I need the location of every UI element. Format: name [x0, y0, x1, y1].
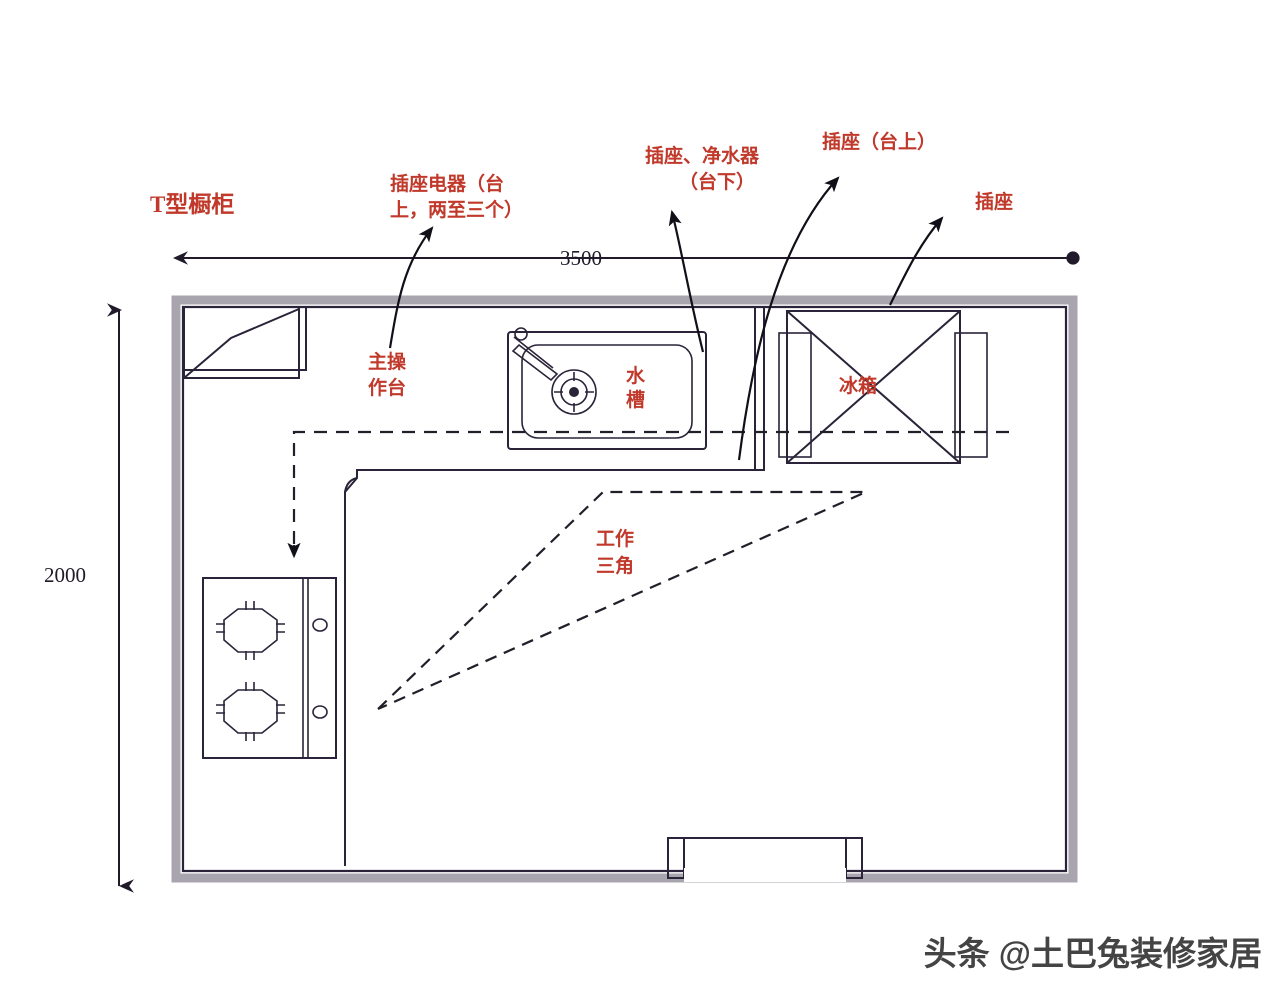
counter-edge-corner-round	[344, 477, 358, 493]
cooktop-body	[202, 577, 337, 759]
corner-cabinet-inner	[184, 308, 307, 371]
cooktop-knob-1-icon[interactable]	[312, 618, 328, 632]
cooktop[interactable]	[202, 577, 337, 759]
burner-top-icon	[216, 601, 285, 660]
fridge-body	[786, 310, 961, 464]
corner-cabinet-diagonal	[183, 308, 300, 379]
label-socket-purifier-line1: 插座、净水器	[645, 144, 760, 167]
refrigerator[interactable]: 冰箱	[778, 310, 988, 464]
dimension-width: 3500	[173, 246, 1080, 270]
leader-lines-group	[388, 176, 944, 461]
label-main-worktop-line1: 主操	[368, 350, 407, 373]
fridge-label: 冰箱	[839, 374, 877, 397]
leader-socket-devices	[388, 226, 434, 349]
counter-backline-dashed	[287, 430, 1009, 559]
wall-outline-dark	[181, 305, 1068, 873]
sink-outer-rect	[507, 331, 707, 450]
dimension-height: 2000	[44, 303, 134, 893]
label-main-worktop-line2: 作台	[368, 376, 406, 399]
sink-label-line1: 水	[626, 365, 646, 387]
label-socket-fridge: 插座	[975, 190, 1013, 213]
corner-cabinet-outline	[183, 308, 300, 379]
sink-basin	[521, 344, 693, 439]
cooktop-knob-2-icon[interactable]	[312, 705, 328, 719]
leader-socket-counter	[737, 176, 840, 461]
fridge-right-panel	[954, 332, 988, 458]
dimension-height-label: 2000	[44, 563, 86, 587]
faucet-base-icon	[514, 327, 528, 341]
sink-drain-outer-icon	[551, 369, 597, 415]
leader-socket-purifier	[668, 209, 705, 353]
annotation-labels-group: T型橱柜 插座电器（台 上，两至三个） 插座、净水器 （台下） 插座（台上） 插…	[150, 130, 1013, 399]
leader-socket-fridge	[889, 216, 944, 306]
sink[interactable]: 水 槽	[507, 327, 707, 450]
counter-dashed-backline	[292, 430, 1009, 545]
counter-edge-right	[755, 308, 765, 471]
faucet-arm-icon	[513, 336, 554, 369]
watermark: 头条 @土巴兔装修家居	[924, 935, 1262, 972]
corner-cabinet[interactable]	[183, 308, 307, 379]
dimension-width-label: 3500	[560, 246, 602, 270]
walls-group	[171, 295, 1078, 883]
label-socket-counter: 插座（台上）	[822, 130, 936, 153]
work-triangle-path	[377, 490, 867, 711]
door-opening[interactable]	[667, 837, 863, 882]
label-t-cabinet: T型橱柜	[150, 191, 234, 217]
work-triangle: 工作 三角	[377, 490, 867, 711]
label-socket-purifier-line2: （台下）	[679, 170, 755, 193]
door-gap-mask	[684, 868, 846, 882]
upper-counter-run	[344, 308, 765, 866]
work-triangle-label-line1: 工作	[596, 527, 634, 550]
label-socket-devices-line1: 插座电器（台	[390, 172, 504, 195]
sink-label-line2: 槽	[626, 388, 645, 411]
sink-drain-cross-icon	[554, 372, 594, 412]
work-triangle-label-line2: 三角	[596, 554, 634, 577]
faucet-body-icon	[511, 343, 559, 382]
fridge-left-panel	[778, 332, 812, 458]
sink-drain-center-icon	[569, 387, 579, 397]
fridge-cross-icon	[786, 310, 961, 464]
label-socket-devices-line2: 上，两至三个）	[390, 198, 523, 221]
burner-bottom-icon	[216, 682, 285, 741]
wall-outline-gray	[171, 295, 1078, 883]
counter-edge-main	[344, 308, 756, 866]
